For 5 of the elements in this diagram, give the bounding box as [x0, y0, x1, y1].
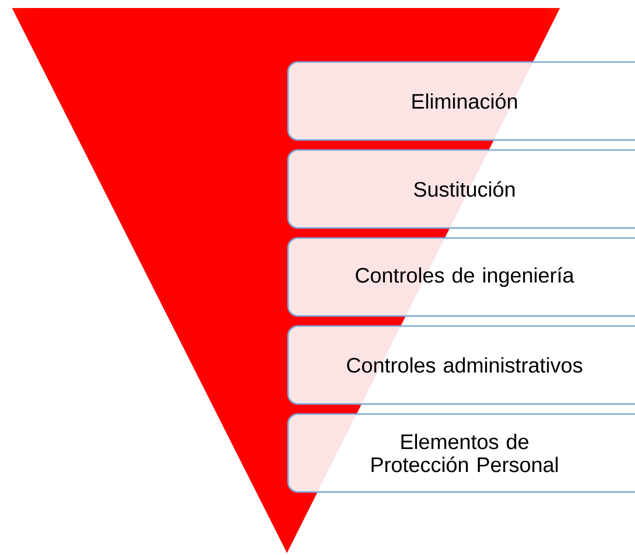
step-box: Controles de ingeniería	[287, 237, 635, 317]
step-box: Sustitución	[287, 149, 635, 229]
step-box: Controles administrativos	[287, 325, 635, 405]
step-box: Eliminación	[287, 61, 635, 141]
step-box: Elementos de Protección Personal	[287, 413, 635, 493]
